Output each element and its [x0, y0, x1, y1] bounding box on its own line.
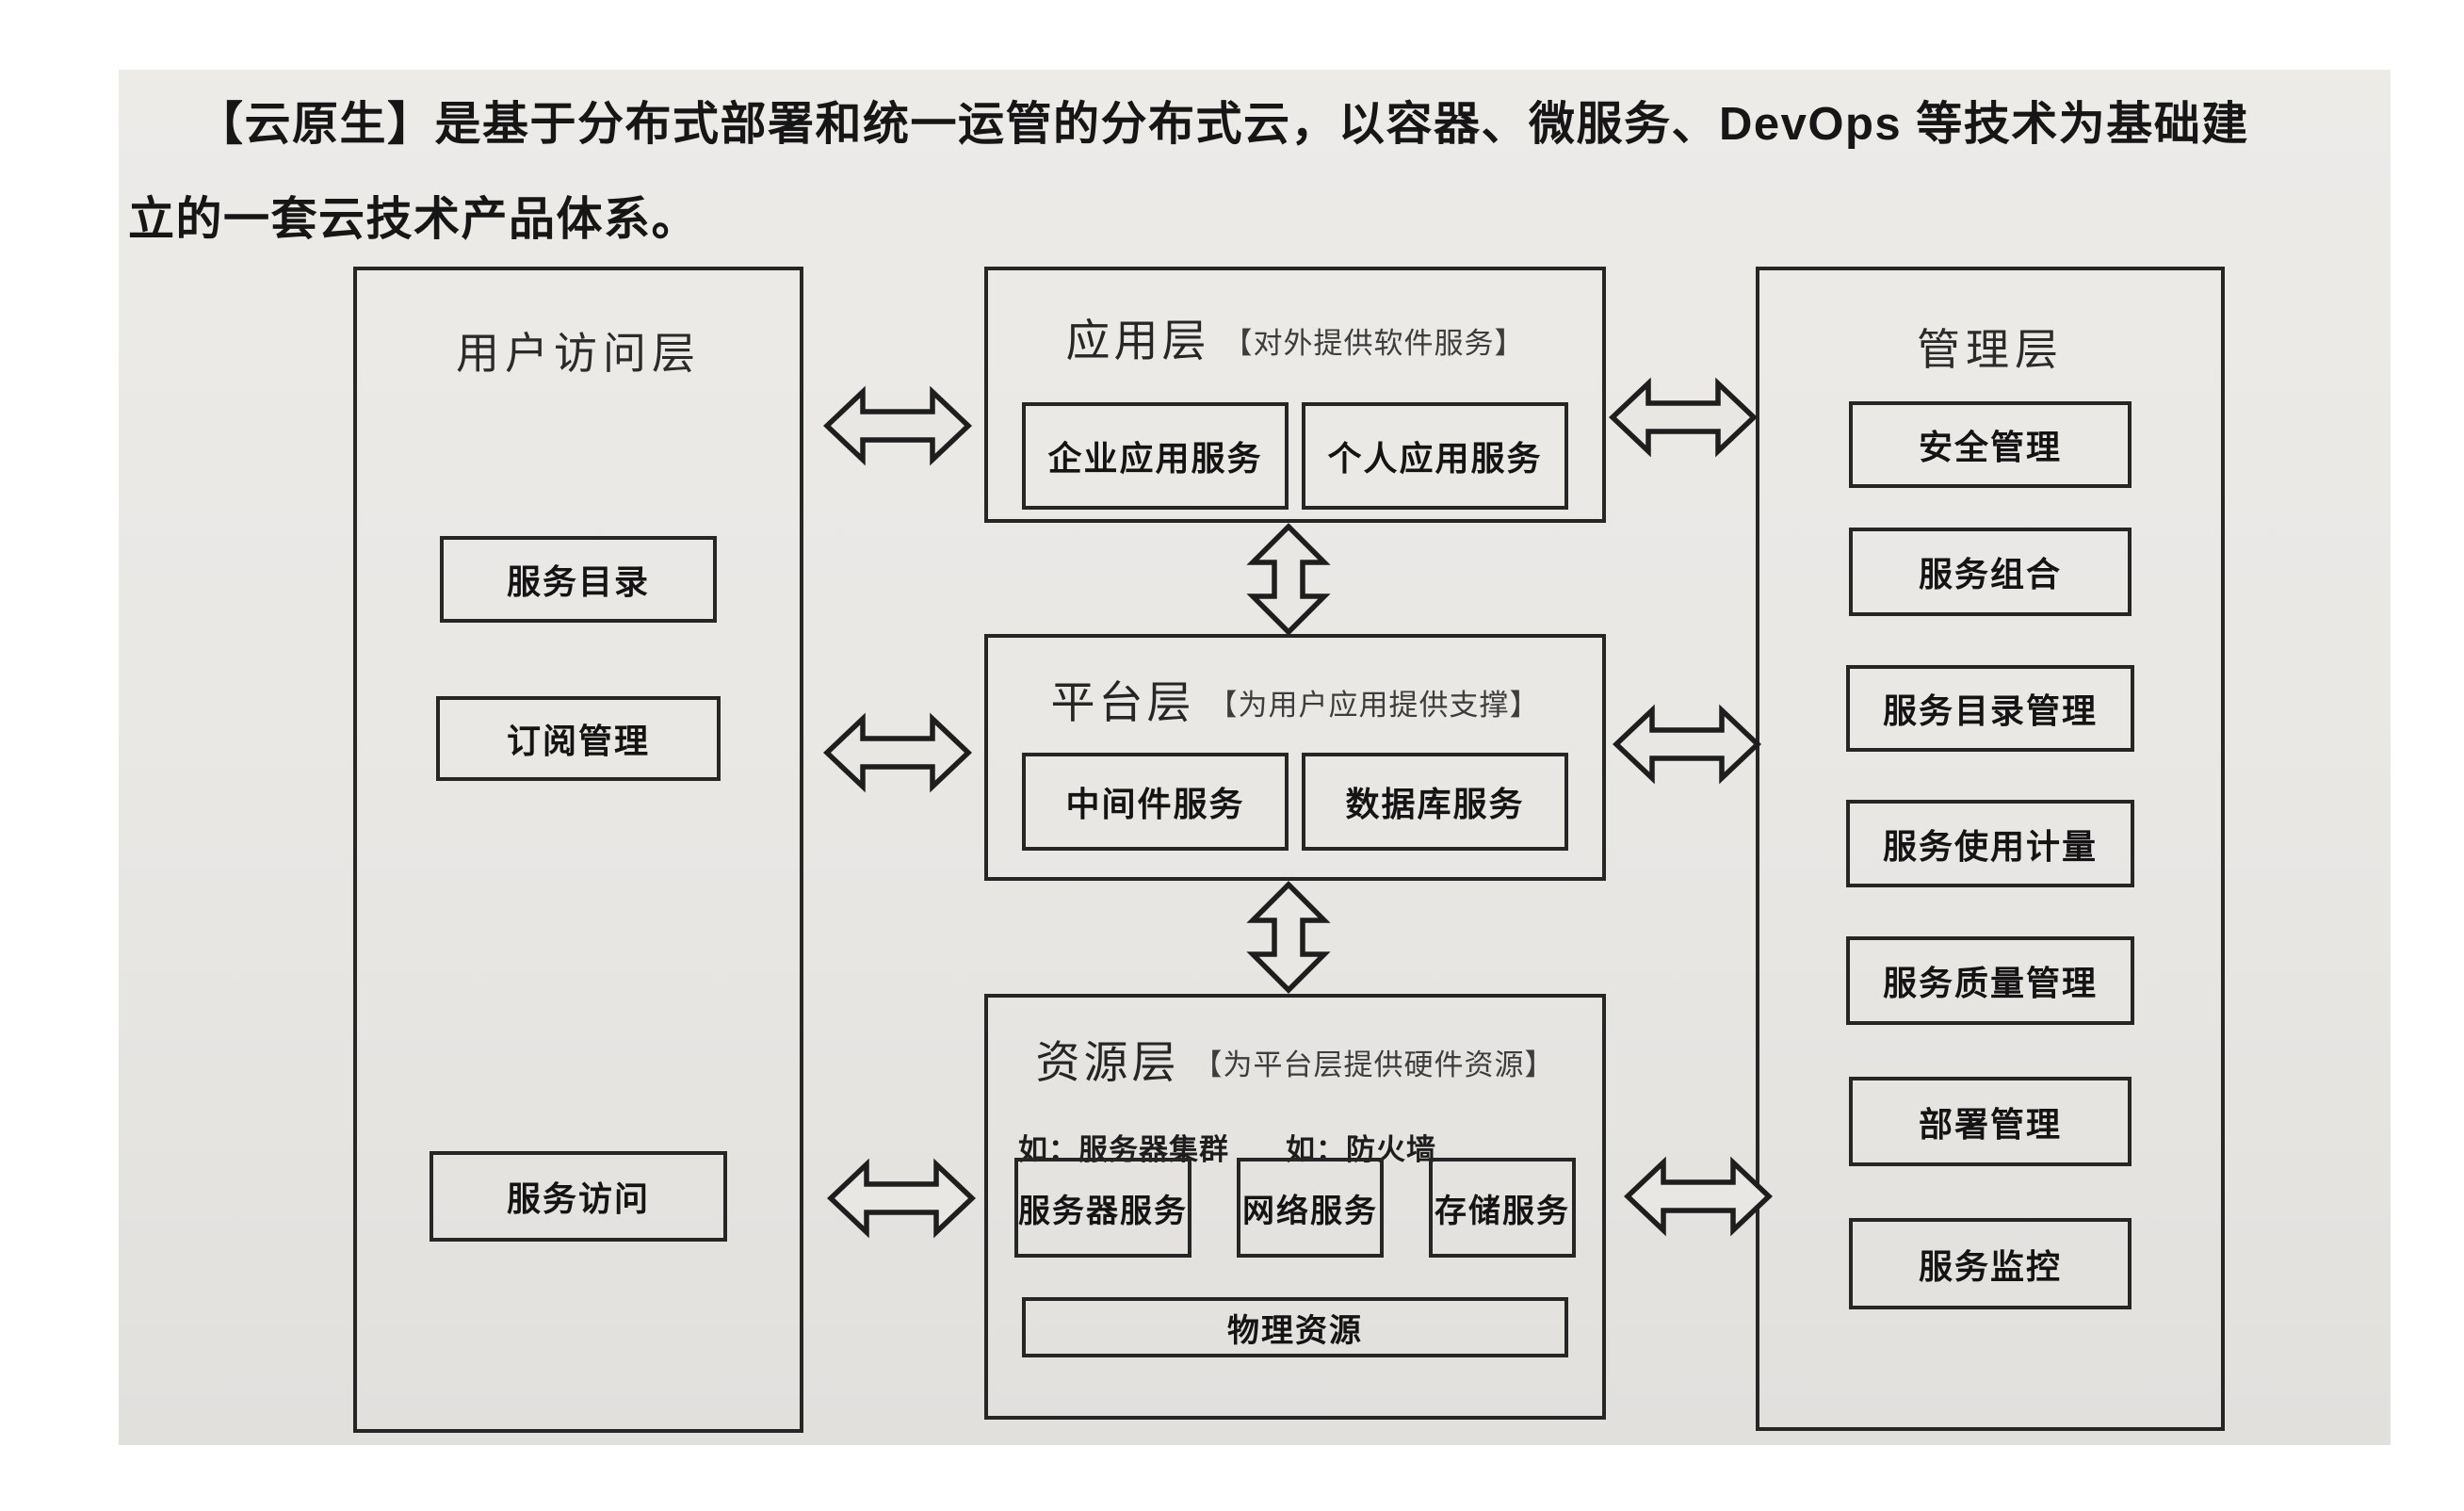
network-service-box: 网络服务 [1237, 1158, 1384, 1258]
service-catalog-management-box: 服务目录管理 [1846, 665, 2134, 752]
storage-service-box: 存储服务 [1429, 1158, 1576, 1258]
application-layer-services-row: 企业应用服务 个人应用服务 [1022, 402, 1568, 510]
paper-background [119, 70, 2391, 1445]
resource-layer-box: 资源层 【为平台层提供硬件资源】 如：服务器集群 如：防火墙 服务器服务 网络服… [984, 994, 1606, 1420]
user-access-layer-box: 用户访问层 服务目录 订阅管理 服务访问 [353, 267, 803, 1433]
double-arrow-horizontal-icon [1611, 699, 1763, 789]
application-layer-box: 应用层 【对外提供软件服务】 企业应用服务 个人应用服务 [984, 267, 1606, 523]
security-management-box: 安全管理 [1849, 401, 2132, 488]
application-layer-title: 应用层 [1065, 316, 1210, 366]
double-arrow-horizontal-icon [825, 1153, 978, 1243]
user-access-layer-title: 用户访问层 [456, 329, 701, 378]
service-composition-box: 服务组合 [1849, 528, 2132, 616]
database-service-box: 数据库服务 [1302, 753, 1568, 851]
service-usage-metering-box: 服务使用计量 [1846, 800, 2134, 887]
server-service-box: 服务器服务 [1014, 1158, 1191, 1258]
resource-layer-subtitle: 【为平台层提供硬件资源】 [1192, 1048, 1555, 1081]
double-arrow-vertical-icon [1240, 521, 1337, 638]
application-layer-header: 应用层 【对外提供软件服务】 [988, 304, 1602, 369]
resource-layer-title: 资源层 [1035, 1037, 1180, 1087]
subscription-management-box: 订阅管理 [436, 696, 721, 781]
management-layer-title: 管理层 [1917, 325, 2064, 374]
double-arrow-horizontal-icon [1622, 1151, 1775, 1242]
double-arrow-horizontal-icon [1607, 372, 1759, 463]
platform-layer-services-row: 中间件服务 数据库服务 [1022, 753, 1568, 851]
service-catalog-box: 服务目录 [440, 536, 717, 623]
middleware-service-box: 中间件服务 [1022, 753, 1289, 851]
application-layer-subtitle: 【对外提供软件服务】 [1223, 327, 1525, 360]
intro-text-line-1: 【云原生】是基于分布式部署和统一运管的分布式云，以容器、微服务、DevOps 等… [197, 99, 2249, 150]
platform-layer-title: 平台层 [1050, 677, 1195, 727]
platform-layer-box: 平台层 【为用户应用提供支撑】 中间件服务 数据库服务 [984, 634, 1606, 881]
deployment-management-box: 部署管理 [1849, 1077, 2132, 1166]
resource-layer-header: 资源层 【为平台层提供硬件资源】 [988, 1026, 1602, 1091]
service-access-box: 服务访问 [430, 1151, 727, 1242]
intro-text-line-2: 立的一套云技术产品体系。 [128, 194, 700, 245]
double-arrow-vertical-icon [1240, 879, 1337, 996]
platform-layer-subtitle: 【为用户应用提供支撑】 [1208, 689, 1540, 722]
platform-layer-header: 平台层 【为用户应用提供支撑】 [988, 666, 1602, 731]
enterprise-application-service-box: 企业应用服务 [1022, 402, 1289, 510]
service-quality-management-box: 服务质量管理 [1846, 936, 2134, 1025]
management-layer-box: 管理层 安全管理 服务组合 服务目录管理 服务使用计量 服务质量管理 部署管理 … [1756, 267, 2225, 1431]
resource-layer-services-row: 服务器服务 网络服务 存储服务 [1014, 1158, 1576, 1258]
double-arrow-horizontal-icon [821, 381, 974, 471]
personal-application-service-box: 个人应用服务 [1302, 402, 1568, 510]
service-monitoring-box: 服务监控 [1849, 1218, 2132, 1309]
double-arrow-horizontal-icon [821, 707, 974, 798]
physical-resources-box: 物理资源 [1022, 1297, 1568, 1357]
